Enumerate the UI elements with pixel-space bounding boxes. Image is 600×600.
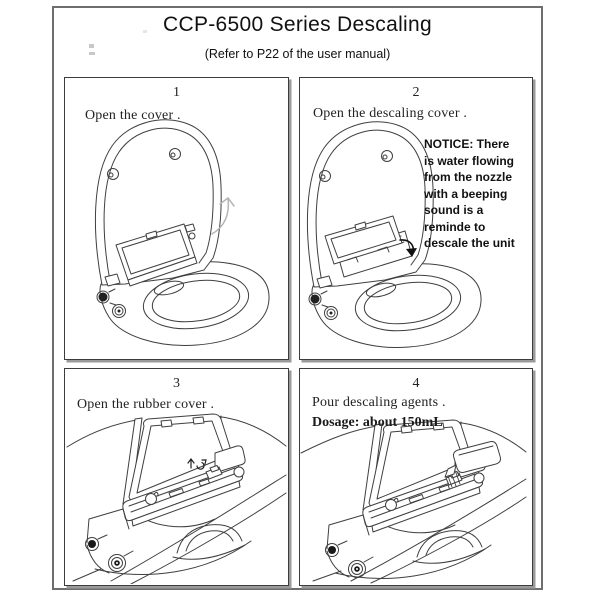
dosage-text: Dosage: about 150mL bbox=[312, 415, 443, 430]
illustration-step-2 bbox=[306, 121, 482, 348]
bidet-seat-drawing bbox=[94, 119, 270, 346]
open-direction-arrow-icon bbox=[211, 197, 235, 235]
step-panel-4: 4 Pour descaling agents . Dosage: about … bbox=[299, 368, 533, 586]
step-caption: Open the descaling cover . bbox=[313, 106, 468, 121]
step-number: 4 bbox=[412, 376, 420, 391]
illustration-step-4 bbox=[300, 419, 527, 584]
bidet-seat-drawing bbox=[306, 121, 482, 348]
rubber-plug-arrow-icon bbox=[187, 458, 207, 470]
descaler-bottle bbox=[444, 441, 501, 488]
step-number: 2 bbox=[412, 85, 420, 100]
pour-stream bbox=[447, 472, 461, 488]
scan-smudge bbox=[89, 44, 94, 48]
illustration-step-1 bbox=[94, 119, 270, 346]
compartment-closeup-drawing bbox=[66, 413, 287, 584]
step-caption: Open the rubber cover . bbox=[77, 397, 215, 412]
flip-open-arrow-icon bbox=[399, 239, 417, 257]
step-caption: Pour descaling agents . bbox=[312, 395, 446, 410]
step-number: 3 bbox=[173, 376, 180, 391]
step-panel-2: 2 Open the descaling cover . NOTICE: The… bbox=[299, 77, 533, 360]
illustration-step-3 bbox=[66, 413, 287, 584]
step-number: 1 bbox=[173, 85, 180, 100]
scan-smudge bbox=[143, 30, 147, 33]
step-panel-1: 1 Open the cover . bbox=[64, 77, 289, 360]
step-panel-3: 3 Open the rubber cover . bbox=[64, 368, 289, 586]
scan-smudge bbox=[89, 52, 95, 55]
step-caption: Open the cover . bbox=[85, 108, 181, 123]
page-title: CCP-6500 Series Descaling bbox=[163, 13, 432, 36]
notice-text: NOTICE: There is water flowing from the … bbox=[424, 137, 515, 250]
page-subtitle: (Refer to P22 of the user manual) bbox=[204, 47, 391, 61]
